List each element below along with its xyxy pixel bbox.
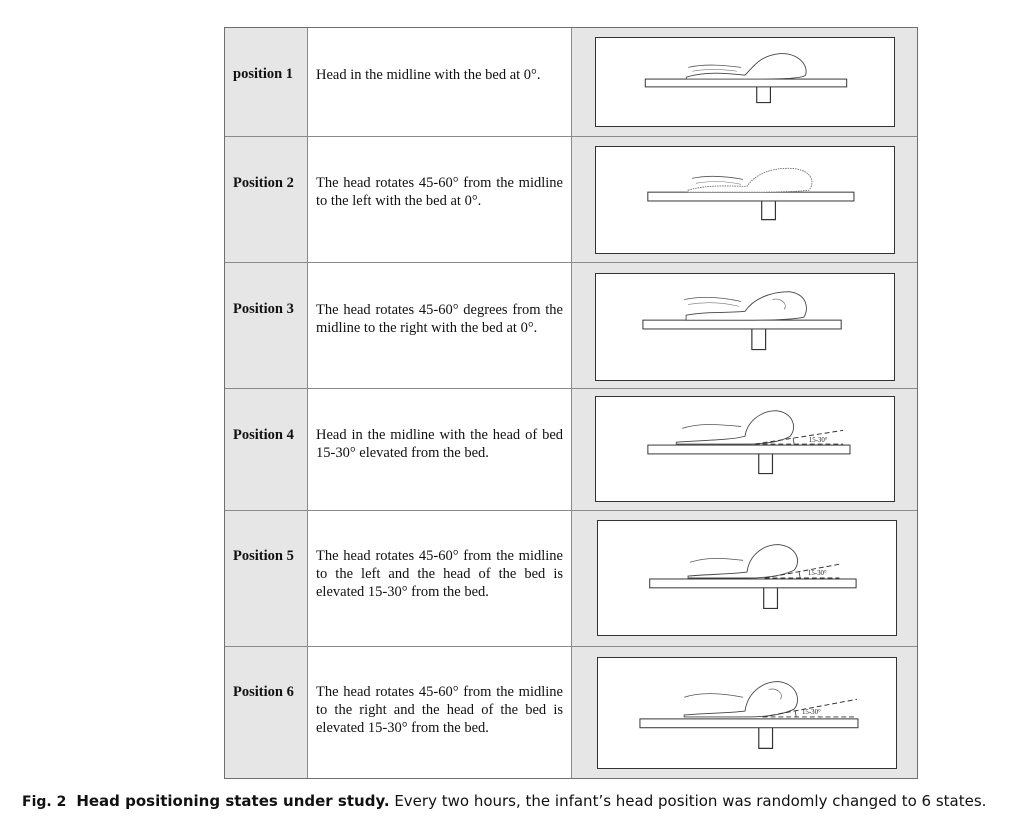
position-label: Position 4 [225,389,308,510]
position-description: Head in the midline with the bed at 0°. [308,28,572,136]
angle-label: 15-30° [808,570,827,577]
infant-left-drawing [647,167,855,221]
angle-label: 15-30° [802,709,821,716]
figure-number: Fig. 2 [22,794,67,810]
position-description: The head rotates 45-60° degrees from the… [308,263,572,388]
infant-elevated-drawing: 15-30° [647,410,851,475]
infant-on-bed-image [595,273,895,381]
table-row: Position 4 Head in the midline with the … [225,388,917,510]
infant-flat-drawing [644,53,848,104]
position-label: Position 2 [225,137,308,262]
position-label: Position 5 [225,511,308,646]
position-label: Position 3 [225,263,308,388]
table-row: position 1 Head in the midline with the … [225,28,917,136]
position-illustration-cell: 15-30° [572,389,917,510]
position-label: Position 6 [225,647,308,778]
position-description: The head rotates 45-60° from the midline… [308,647,572,778]
infant-on-bed-image [595,37,895,127]
infant-on-bed-image: 15-30° [597,657,897,769]
figure-caption: Fig. 2 Head positioning states under stud… [22,792,1012,810]
figure-caption-text: Every two hours, the infant’s head posit… [394,792,987,810]
angle-label: 15-30° [809,437,828,444]
position-illustration-cell [572,263,917,388]
positions-table: position 1 Head in the midline with the … [224,27,918,779]
table-row: Position 2 The head rotates 45-60° from … [225,136,917,262]
infant-on-bed-image: 15-30° [595,396,895,502]
table-row: Position 6 The head rotates 45-60° from … [225,646,917,778]
infant-right-drawing [642,291,842,351]
position-illustration-cell: 15-30° [572,511,917,646]
position-illustration-cell [572,137,917,262]
table-row: Position 3 The head rotates 45-60° degre… [225,262,917,388]
infant-on-bed-image: 15-30° [597,520,897,636]
position-label: position 1 [225,28,308,136]
figure-title: Head positioning states under study. [76,792,390,810]
infant-left-elevated-drawing: 15-30° [649,544,857,610]
table-row: Position 5 The head rotates 45-60° from … [225,510,917,646]
infant-on-bed-image [595,146,895,254]
position-illustration-cell [572,28,917,136]
position-description: The head rotates 45-60° from the midline… [308,137,572,262]
infant-right-elevated-drawing: 15-30° [639,681,859,749]
position-description: Head in the midline with the head of bed… [308,389,572,510]
position-description: The head rotates 45-60° from the midline… [308,511,572,646]
position-illustration-cell: 15-30° [572,647,917,778]
